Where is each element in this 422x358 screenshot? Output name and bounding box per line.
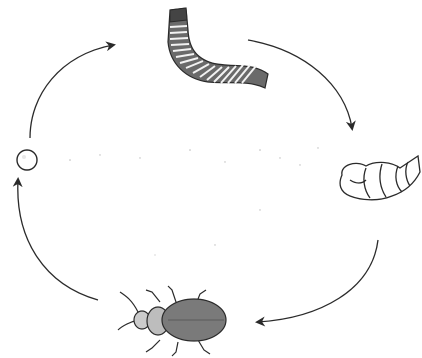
adult-beetle-icon — [118, 286, 226, 356]
larva-icon — [168, 8, 268, 88]
arrow-pupa-to-adult — [258, 240, 378, 322]
pupa-icon — [340, 156, 420, 200]
egg-icon — [17, 150, 37, 170]
arrow-adult-to-egg — [18, 180, 98, 300]
background-speckles — [69, 147, 318, 255]
arrow-egg-to-larva — [30, 45, 113, 138]
